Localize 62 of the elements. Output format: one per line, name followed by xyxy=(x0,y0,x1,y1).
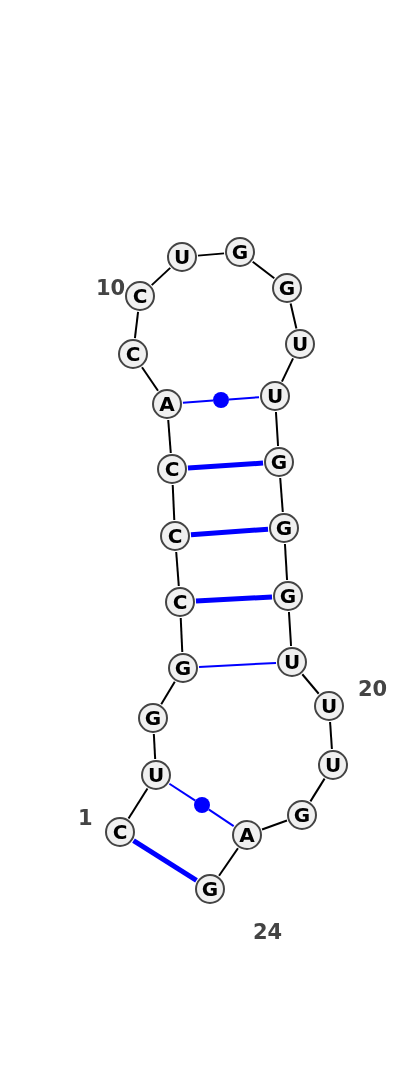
nucleotide-circle: G xyxy=(168,653,198,683)
nucleotide-circle: A xyxy=(232,820,262,850)
connector-line xyxy=(179,617,184,653)
connector-line xyxy=(218,847,239,877)
nucleotide-circle: C xyxy=(160,521,190,551)
dot xyxy=(194,797,210,813)
connector-line xyxy=(141,366,159,392)
connector-line xyxy=(207,808,235,828)
nucleotide-circle: G xyxy=(272,273,302,303)
dot xyxy=(213,392,229,408)
connector-line xyxy=(301,673,320,695)
nucleotide-circle: G xyxy=(225,237,255,267)
position-number: 24 xyxy=(253,920,283,944)
connector-line xyxy=(309,777,326,803)
thick-line xyxy=(195,594,273,604)
connector-line xyxy=(196,252,226,257)
nucleotide-circle: U xyxy=(167,242,197,272)
connector-line xyxy=(329,720,333,751)
connector-line xyxy=(283,542,289,582)
nucleotide-circle: G xyxy=(287,800,317,830)
nucleotide-circle: C xyxy=(118,339,148,369)
nucleotide-circle: U xyxy=(141,760,171,790)
connector-line xyxy=(167,418,172,455)
position-number: 1 xyxy=(78,806,93,830)
connector-line xyxy=(160,680,176,706)
connector-line xyxy=(152,733,157,760)
connector-line xyxy=(168,782,197,802)
nucleotide-circle: G xyxy=(269,513,299,543)
nucleotide-circle: G xyxy=(273,581,303,611)
connector-line xyxy=(228,396,261,401)
thick-line xyxy=(190,526,269,538)
nucleotide-circle: A xyxy=(152,389,182,419)
nucleotide-circle: C xyxy=(105,817,135,847)
connector-line xyxy=(133,310,140,340)
nucleotide-circle: C xyxy=(125,281,155,311)
connector-line xyxy=(279,476,284,514)
connector-line xyxy=(251,260,276,280)
nucleotide-circle: C xyxy=(157,454,187,484)
nucleotide-circle: G xyxy=(138,703,168,733)
nucleotide-circle: U xyxy=(277,647,307,677)
connector-line xyxy=(274,410,280,448)
nucleotide-circle: G xyxy=(264,447,294,477)
nucleotide-circle: U xyxy=(318,750,348,780)
thick-line xyxy=(132,838,198,883)
nucleotide-circle: U xyxy=(260,381,290,411)
connector-line xyxy=(198,661,277,669)
position-number: 10 xyxy=(96,276,126,300)
thick-line xyxy=(187,460,264,471)
nucleotide-circle: G xyxy=(195,874,225,904)
nucleotide-circle: C xyxy=(165,587,195,617)
nucleotide-circle: U xyxy=(285,329,315,359)
connector-line xyxy=(127,787,149,820)
connector-line xyxy=(171,484,176,521)
connector-line xyxy=(289,302,298,330)
connector-line xyxy=(175,550,180,588)
connector-line xyxy=(181,399,214,404)
position-number: 20 xyxy=(358,677,388,701)
connector-line xyxy=(150,266,172,287)
connector-line xyxy=(261,819,288,831)
connector-line xyxy=(287,610,293,648)
connector-line xyxy=(280,357,295,383)
nucleotide-circle: U xyxy=(314,691,344,721)
